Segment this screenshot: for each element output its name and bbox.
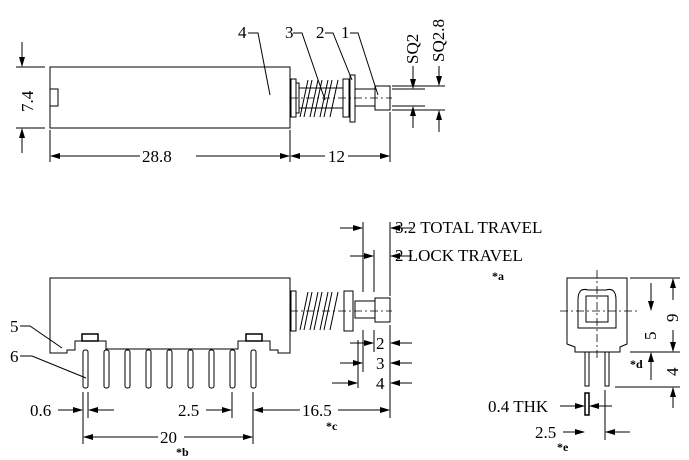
pin-width-dim: 0.6: [30, 401, 51, 420]
pins: [82, 349, 257, 389]
front-view: 5 6 3.2 TOTAL TRAVEL 2 LOCK TRAVEL *a 2 …: [10, 218, 542, 459]
dim-4: 4: [663, 367, 682, 376]
travel-dim-3: 3: [376, 354, 385, 373]
housing-frame: [577, 289, 617, 329]
part-label-1: 1: [341, 23, 350, 42]
body-notch: [49, 88, 59, 107]
note-c: *c: [326, 419, 338, 433]
part-label-4: 4: [238, 23, 247, 42]
total-travel-label: 3.2 TOTAL TRAVEL: [395, 218, 542, 237]
body-outline: [49, 66, 291, 129]
body-outline: [49, 277, 291, 354]
sq-large-dim: SQ2.8: [429, 19, 448, 62]
row-pitch-dim: 2.5: [535, 423, 556, 442]
body-outline: [566, 277, 628, 353]
pin-right: [604, 351, 610, 387]
part-label-2: 2: [316, 23, 325, 42]
pin-left: [584, 351, 590, 387]
note-b: *b: [176, 445, 189, 459]
note-a: *a: [492, 269, 504, 283]
pin-span-dim: 20: [160, 428, 177, 447]
spring: [290, 74, 356, 123]
latch-right: [245, 333, 263, 342]
dim-5: 5: [641, 332, 660, 341]
sq-small-dim: SQ2: [403, 34, 422, 64]
top-view: 4 3 2 1 7.4 28.8 12 SQ2 SQ2.8: [16, 19, 448, 166]
part-label-6: 6: [10, 347, 19, 366]
pin-section: [584, 392, 590, 416]
part-label-3: 3: [285, 23, 294, 42]
height-dim: 7.4: [18, 90, 37, 112]
note-e: *e: [557, 440, 569, 454]
part-label-5: 5: [10, 317, 19, 336]
plunger-offset-dim: 16.5: [302, 401, 332, 420]
plunger-length-dim: 12: [328, 147, 345, 166]
note-d: *d: [630, 357, 643, 371]
body-length-dim: 28.8: [142, 147, 172, 166]
travel-dim-2: 2: [376, 334, 385, 353]
lock-travel-label: 2 LOCK TRAVEL: [395, 246, 523, 265]
latch-left: [81, 333, 99, 342]
dim-9: 9: [663, 314, 682, 323]
shaft: [354, 88, 376, 107]
travel-dim-4: 4: [376, 374, 385, 393]
pin-pitch-dim: 2.5: [178, 401, 199, 420]
thickness-dim: 0.4 THK: [488, 397, 549, 416]
side-view: 5 9 *d 4 0.4 THK 2.5 *e: [488, 270, 682, 454]
